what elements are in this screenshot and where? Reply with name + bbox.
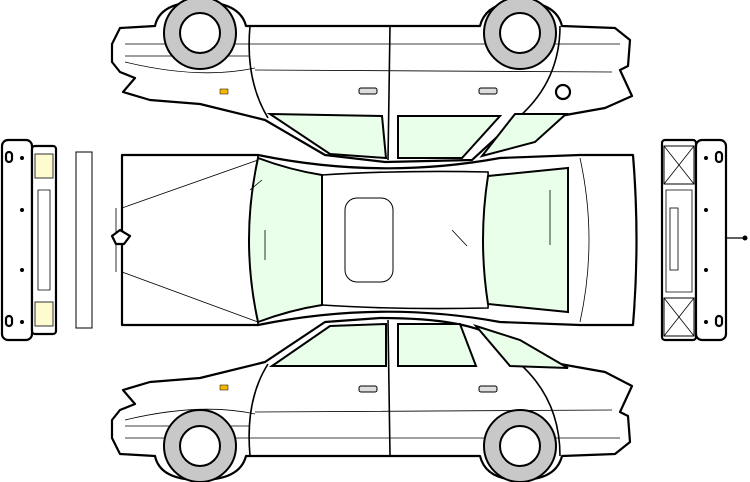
front-bumper[interactable] <box>0 138 34 342</box>
upper-indicator <box>219 88 229 95</box>
windshield[interactable] <box>248 156 323 324</box>
lower-door-handle-front <box>358 385 378 393</box>
lower-front-window[interactable] <box>268 322 387 367</box>
lower-indicator <box>219 384 229 391</box>
front-windshield-edge[interactable] <box>75 151 93 329</box>
upper-quarter-window[interactable] <box>479 113 569 158</box>
lower-door-handle-rear <box>478 385 498 393</box>
rear-bumper[interactable] <box>694 138 728 342</box>
rear-left-taillight[interactable] <box>663 145 695 185</box>
upper-door-handle-front <box>358 87 378 95</box>
lower-front-wheel[interactable] <box>163 409 237 482</box>
rear-bolts <box>704 156 708 324</box>
antenna-tip <box>742 235 748 241</box>
upper-rear-window[interactable] <box>397 115 503 159</box>
upper-rear-wheel[interactable] <box>483 0 557 70</box>
rear-view[interactable] <box>660 138 748 342</box>
license-plate <box>669 207 679 271</box>
fuel-cap[interactable] <box>554 83 572 101</box>
lower-quarter-window[interactable] <box>472 323 569 369</box>
front-left-headlight[interactable] <box>34 153 54 179</box>
upper-door-handle-rear <box>478 87 498 95</box>
side-view-lower[interactable] <box>110 316 634 482</box>
sunroof[interactable] <box>344 197 394 283</box>
top-view[interactable] <box>110 153 638 327</box>
lower-rear-window[interactable] <box>397 323 478 367</box>
rear-right-taillight[interactable] <box>663 297 695 337</box>
lower-rear-wheel[interactable] <box>483 409 557 482</box>
front-bolts <box>20 156 24 324</box>
rear-window[interactable] <box>482 166 569 314</box>
upper-front-window[interactable] <box>266 112 388 160</box>
hood-emblem <box>110 228 132 246</box>
side-view-upper[interactable] <box>110 0 634 164</box>
upper-front-wheel[interactable] <box>163 0 237 70</box>
front-view[interactable] <box>0 138 93 342</box>
front-right-headlight[interactable] <box>34 301 54 327</box>
